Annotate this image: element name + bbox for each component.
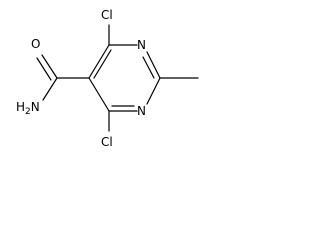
- bond-c5-c6: [88, 77, 110, 112]
- bond-c-o: [41, 54, 58, 79]
- atom-o: O: [31, 37, 40, 51]
- bond-c-o-inner: [36, 57, 52, 81]
- atom-h2n: H2N: [16, 100, 40, 117]
- atom-cl-top: Cl: [101, 8, 113, 22]
- bond-c2-n3-inner: [142, 56, 155, 79]
- atom-n-top: N: [137, 38, 146, 52]
- atom-cl-bottom: Cl: [101, 135, 113, 149]
- bond-c2-n3: [146, 51, 161, 79]
- bond-n1-c2: [146, 77, 161, 105]
- bond-c-nh2: [42, 77, 58, 101]
- atom-n-bottom: N: [137, 104, 146, 118]
- structure-canvas: Cl Cl N N O H2N: [0, 0, 206, 155]
- bond-c4-c5-inner: [93, 49, 112, 79]
- bond-c4-c5: [88, 44, 110, 79]
- pyrimidine-carboxamide-structure: Cl Cl N N O H2N: [16, 8, 199, 149]
